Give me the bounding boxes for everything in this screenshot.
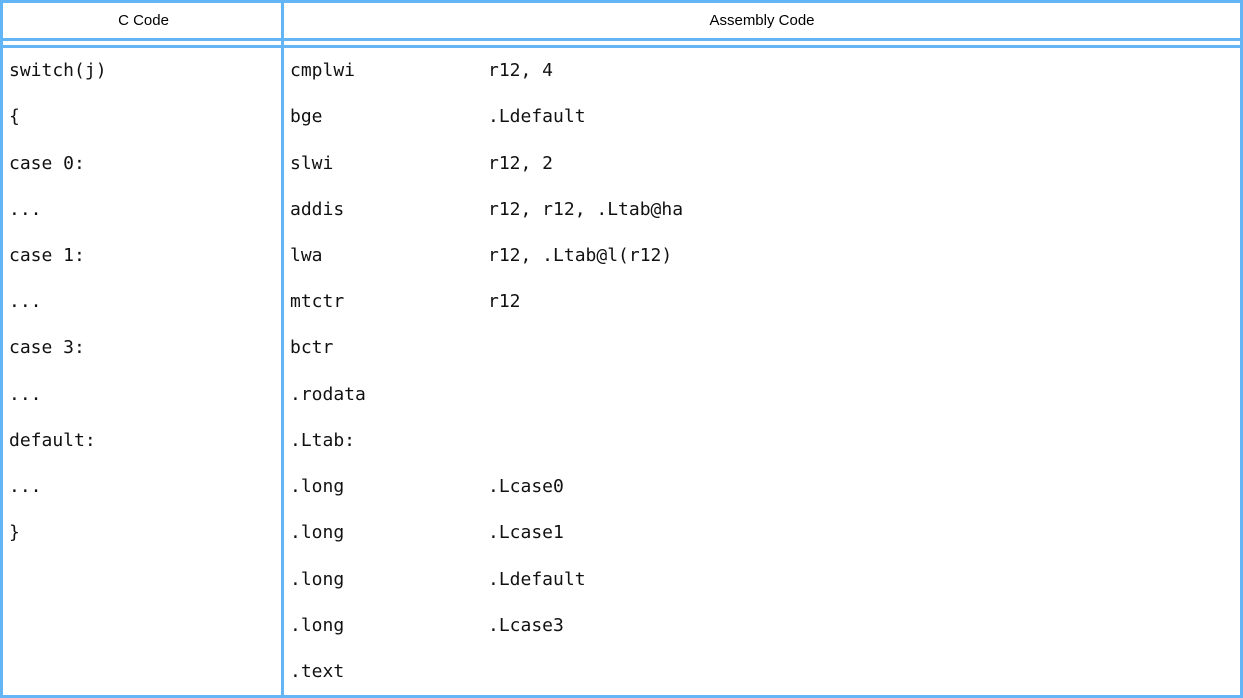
assembly-opcode: .long: [290, 616, 345, 635]
table-row: .long .Lcase3: [3, 603, 1240, 649]
header-c-code: C Code: [118, 12, 169, 29]
assembly-cell: slwi r12, 2: [284, 155, 1240, 173]
header-assembly-code: Assembly Code: [709, 12, 815, 29]
assembly-opcode: addis: [290, 200, 345, 219]
assembly-opcode: .long: [290, 570, 345, 589]
table-row: ... .rodata: [3, 372, 1240, 418]
table-row: { bge .Ldefault: [3, 94, 1240, 140]
assembly-operands: r12, r12, .Ltab@ha: [488, 200, 684, 219]
c-code-cell: case 1:: [9, 246, 85, 265]
assembly-operands: r12: [488, 293, 521, 312]
table-row: case 1: lwa r12, .Ltab@l(r12): [3, 233, 1240, 279]
assembly-cell: .long .Lcase1: [284, 524, 1240, 542]
assembly-cell: mtctr r12: [284, 293, 1240, 311]
assembly-opcode: .Ltab:: [290, 431, 356, 450]
c-code-cell: ...: [9, 385, 42, 404]
assembly-operands: .Lcase1: [488, 524, 564, 543]
assembly-cell: .rodata: [284, 386, 1240, 404]
assembly-cell: .long .Lcase0: [284, 478, 1240, 496]
table-header-row: C Code Assembly Code: [3, 3, 1240, 38]
table-row: .long .Ldefault: [3, 556, 1240, 602]
c-code-cell: ...: [9, 200, 42, 219]
c-code-cell: }: [9, 524, 20, 543]
c-code-cell: switch(j): [9, 62, 107, 81]
table-row: default: .Ltab:: [3, 418, 1240, 464]
column-divider: [281, 3, 284, 695]
c-code-cell: ...: [9, 478, 42, 497]
assembly-cell: .Ltab:: [284, 432, 1240, 450]
table-row: ... .long .Lcase0: [3, 464, 1240, 510]
c-code-cell: ...: [9, 293, 42, 312]
assembly-operands: r12, 2: [488, 154, 554, 173]
assembly-cell: .long .Ldefault: [284, 571, 1240, 589]
c-code-cell: case 3:: [9, 339, 85, 358]
assembly-opcode: .long: [290, 524, 345, 543]
c-code-cell: default:: [9, 431, 96, 450]
assembly-opcode: .long: [290, 478, 345, 497]
assembly-operands: r12, 4: [488, 62, 554, 81]
assembly-cell: cmplwi r12, 4: [284, 62, 1240, 80]
header-double-rule-bottom: [3, 45, 1240, 48]
table-body: switch(j) cmplwi r12, 4 { bge .Ldefault …: [3, 48, 1240, 695]
table-row: ... mtctr r12: [3, 279, 1240, 325]
assembly-opcode: mtctr: [290, 293, 345, 312]
table-row: switch(j) cmplwi r12, 4: [3, 48, 1240, 94]
assembly-cell: lwa r12, .Ltab@l(r12): [284, 247, 1240, 265]
assembly-opcode: .rodata: [290, 385, 366, 404]
assembly-cell: .text: [284, 663, 1240, 681]
assembly-opcode: .text: [290, 662, 345, 681]
assembly-opcode: lwa: [290, 246, 323, 265]
assembly-cell: bge .Ldefault: [284, 108, 1240, 126]
assembly-cell: .long .Lcase3: [284, 617, 1240, 635]
assembly-opcode: bge: [290, 108, 323, 127]
assembly-opcode: bctr: [290, 339, 334, 358]
table-row: } .long .Lcase1: [3, 510, 1240, 556]
assembly-cell: addis r12, r12, .Ltab@ha: [284, 201, 1240, 219]
assembly-opcode: cmplwi: [290, 62, 356, 81]
table-row: case 0: slwi r12, 2: [3, 140, 1240, 186]
c-code-cell: {: [9, 108, 20, 127]
assembly-operands: .Ldefault: [488, 570, 586, 589]
c-code-cell: case 0:: [9, 154, 85, 173]
header-double-rule-gap: [3, 41, 1240, 45]
table-row: ... addis r12, r12, .Ltab@ha: [3, 187, 1240, 233]
table-row: .text: [3, 649, 1240, 695]
assembly-operands: .Ldefault: [488, 108, 586, 127]
table-row: case 3: bctr: [3, 325, 1240, 371]
assembly-opcode: slwi: [290, 154, 334, 173]
header-double-rule-top: [3, 38, 1240, 41]
assembly-operands: .Lcase0: [488, 478, 564, 497]
assembly-operands: .Lcase3: [488, 616, 564, 635]
assembly-cell: bctr: [284, 339, 1240, 357]
assembly-operands: r12, .Ltab@l(r12): [488, 246, 673, 265]
